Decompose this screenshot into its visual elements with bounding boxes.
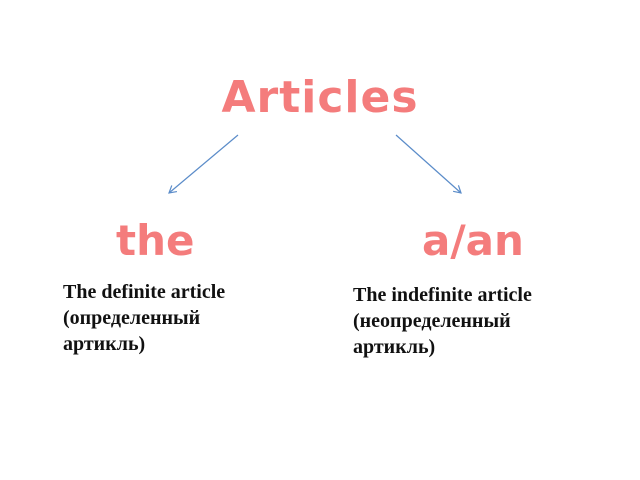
title: Articles <box>221 72 419 123</box>
description-indefinite: The indefinite article (неопределенный а… <box>353 284 532 358</box>
arrow-left <box>168 134 239 194</box>
branch-label-indefinite: a/an <box>422 216 524 265</box>
description-definite: The definite article (определенный артик… <box>63 281 226 355</box>
branch-label-definite: the <box>116 216 195 265</box>
arrow-right <box>395 134 462 194</box>
